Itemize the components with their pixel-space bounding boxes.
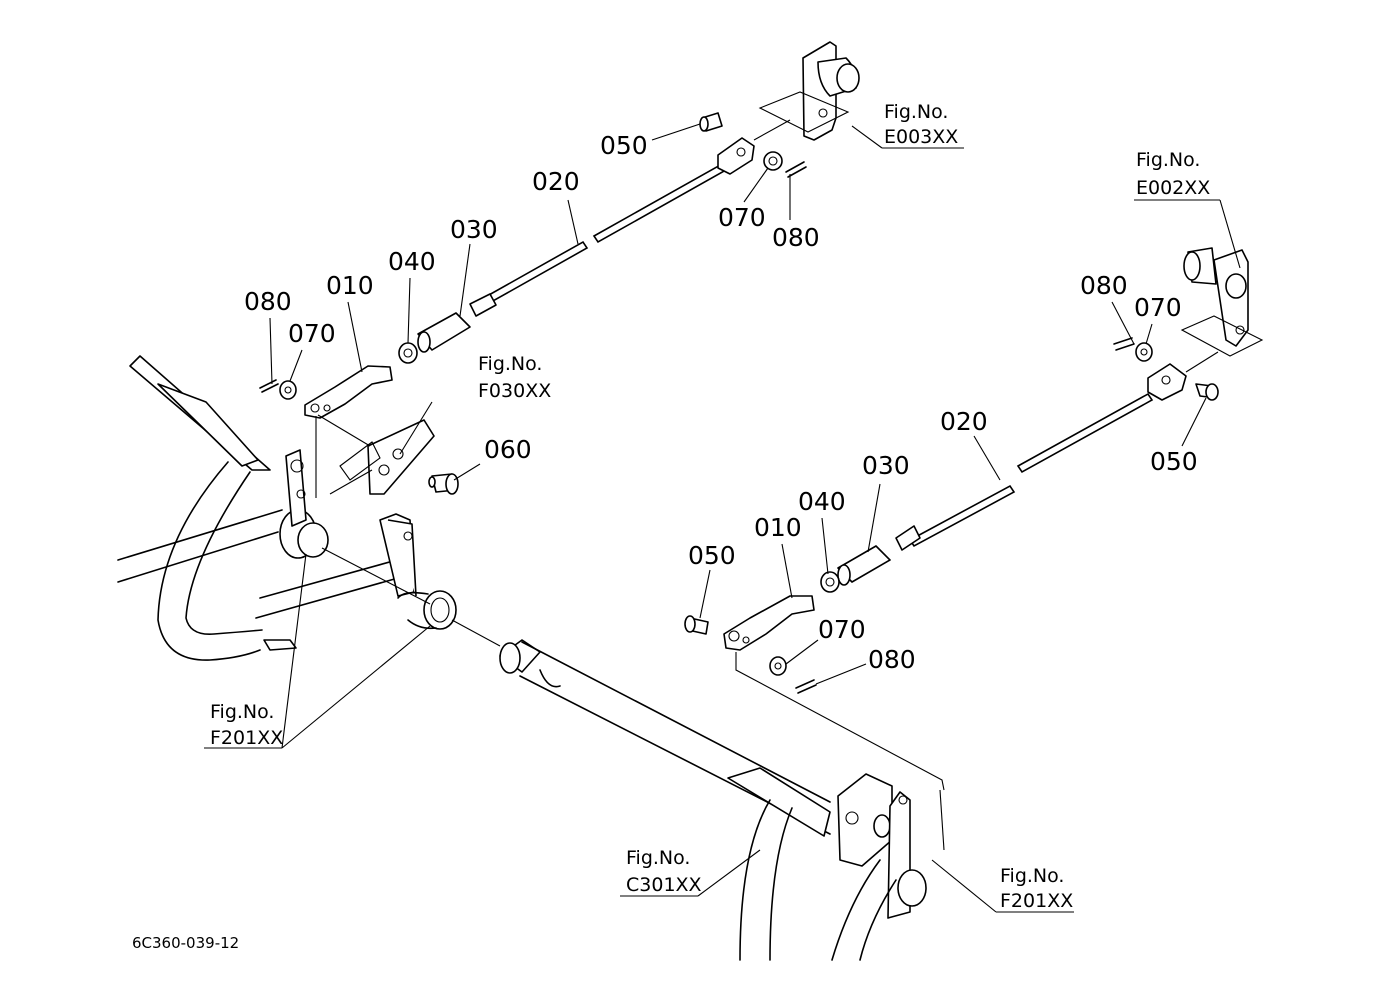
cotter-080-right-top: [1113, 337, 1135, 351]
nut-040-right: [820, 571, 840, 593]
rod-020-top: [478, 162, 728, 308]
callout-080-top-left: 080: [244, 287, 292, 316]
clevis-right-top: [1147, 363, 1187, 401]
washer-070-right-lower: [769, 656, 787, 676]
bracket-e003: [758, 41, 860, 141]
cotter-080-right-lower: [795, 679, 817, 694]
cross-shaft: [499, 639, 945, 961]
callout-040-top: 040: [388, 247, 436, 276]
figref-c301-label: Fig.No.: [626, 847, 690, 869]
pedal-assembly: [117, 355, 501, 661]
cotter-080-top-right: [785, 161, 807, 178]
figref-f030-label: Fig.No.: [478, 353, 542, 375]
clevis-top-right: [717, 137, 755, 175]
bracket-f030: [329, 419, 435, 495]
callout-070-right-top: 070: [1134, 293, 1182, 322]
callout-020-top: 020: [532, 167, 580, 196]
top-rod-assembly: [259, 41, 860, 498]
rod-020-right: [908, 484, 1016, 548]
figref-e003-label: Fig.No.: [884, 101, 948, 123]
clevis-010-right: [723, 595, 815, 651]
callout-080-right-top: 080: [1080, 271, 1128, 300]
callout-050-top: 050: [600, 131, 648, 160]
right-rod-assembly: [684, 247, 1264, 791]
figref-e002-code: E002XX: [1136, 177, 1210, 199]
cotter-080-top-left: [259, 379, 279, 393]
callout-070-right-lower: 070: [818, 615, 866, 644]
callout-010-right: 010: [754, 513, 802, 542]
nut-040-top: [398, 342, 418, 364]
callout-060: 060: [484, 435, 532, 464]
callout-030-right: 030: [862, 451, 910, 480]
callout-070-top-right: 070: [718, 203, 766, 232]
bracket-e002: [1180, 247, 1264, 357]
figref-f201-right-code: F201XX: [1000, 890, 1073, 912]
callout-leaders: [204, 123, 1241, 913]
figref-f030-code: F030XX: [478, 380, 551, 402]
figref-f201-right-label: Fig.No.: [1000, 865, 1064, 887]
callout-040-right: 040: [798, 487, 846, 516]
figref-e003-code: E003XX: [884, 126, 958, 148]
figref-f201-left-label: Fig.No.: [210, 701, 274, 723]
callout-050-right-lower: 050: [688, 541, 736, 570]
washer-070-top-left: [279, 380, 297, 400]
callout-080-top-right: 080: [772, 223, 820, 252]
callout-030-top: 030: [450, 215, 498, 244]
callout-020-right: 020: [940, 407, 988, 436]
drawing-code: 6C360-039-12: [132, 934, 239, 952]
callout-050-right-top: 050: [1150, 447, 1198, 476]
figref-c301-code: C301XX: [626, 874, 702, 896]
washer-070-right-top: [1135, 342, 1153, 362]
washer-070-top-right: [763, 151, 783, 171]
callout-070-top-left: 070: [288, 319, 336, 348]
callout-010-top: 010: [326, 271, 374, 300]
thread-top: [469, 293, 497, 317]
figref-f201-left-code: F201XX: [210, 727, 283, 749]
callout-080-right-lower: 080: [868, 645, 916, 674]
figref-e002-label: Fig.No.: [1136, 149, 1200, 171]
